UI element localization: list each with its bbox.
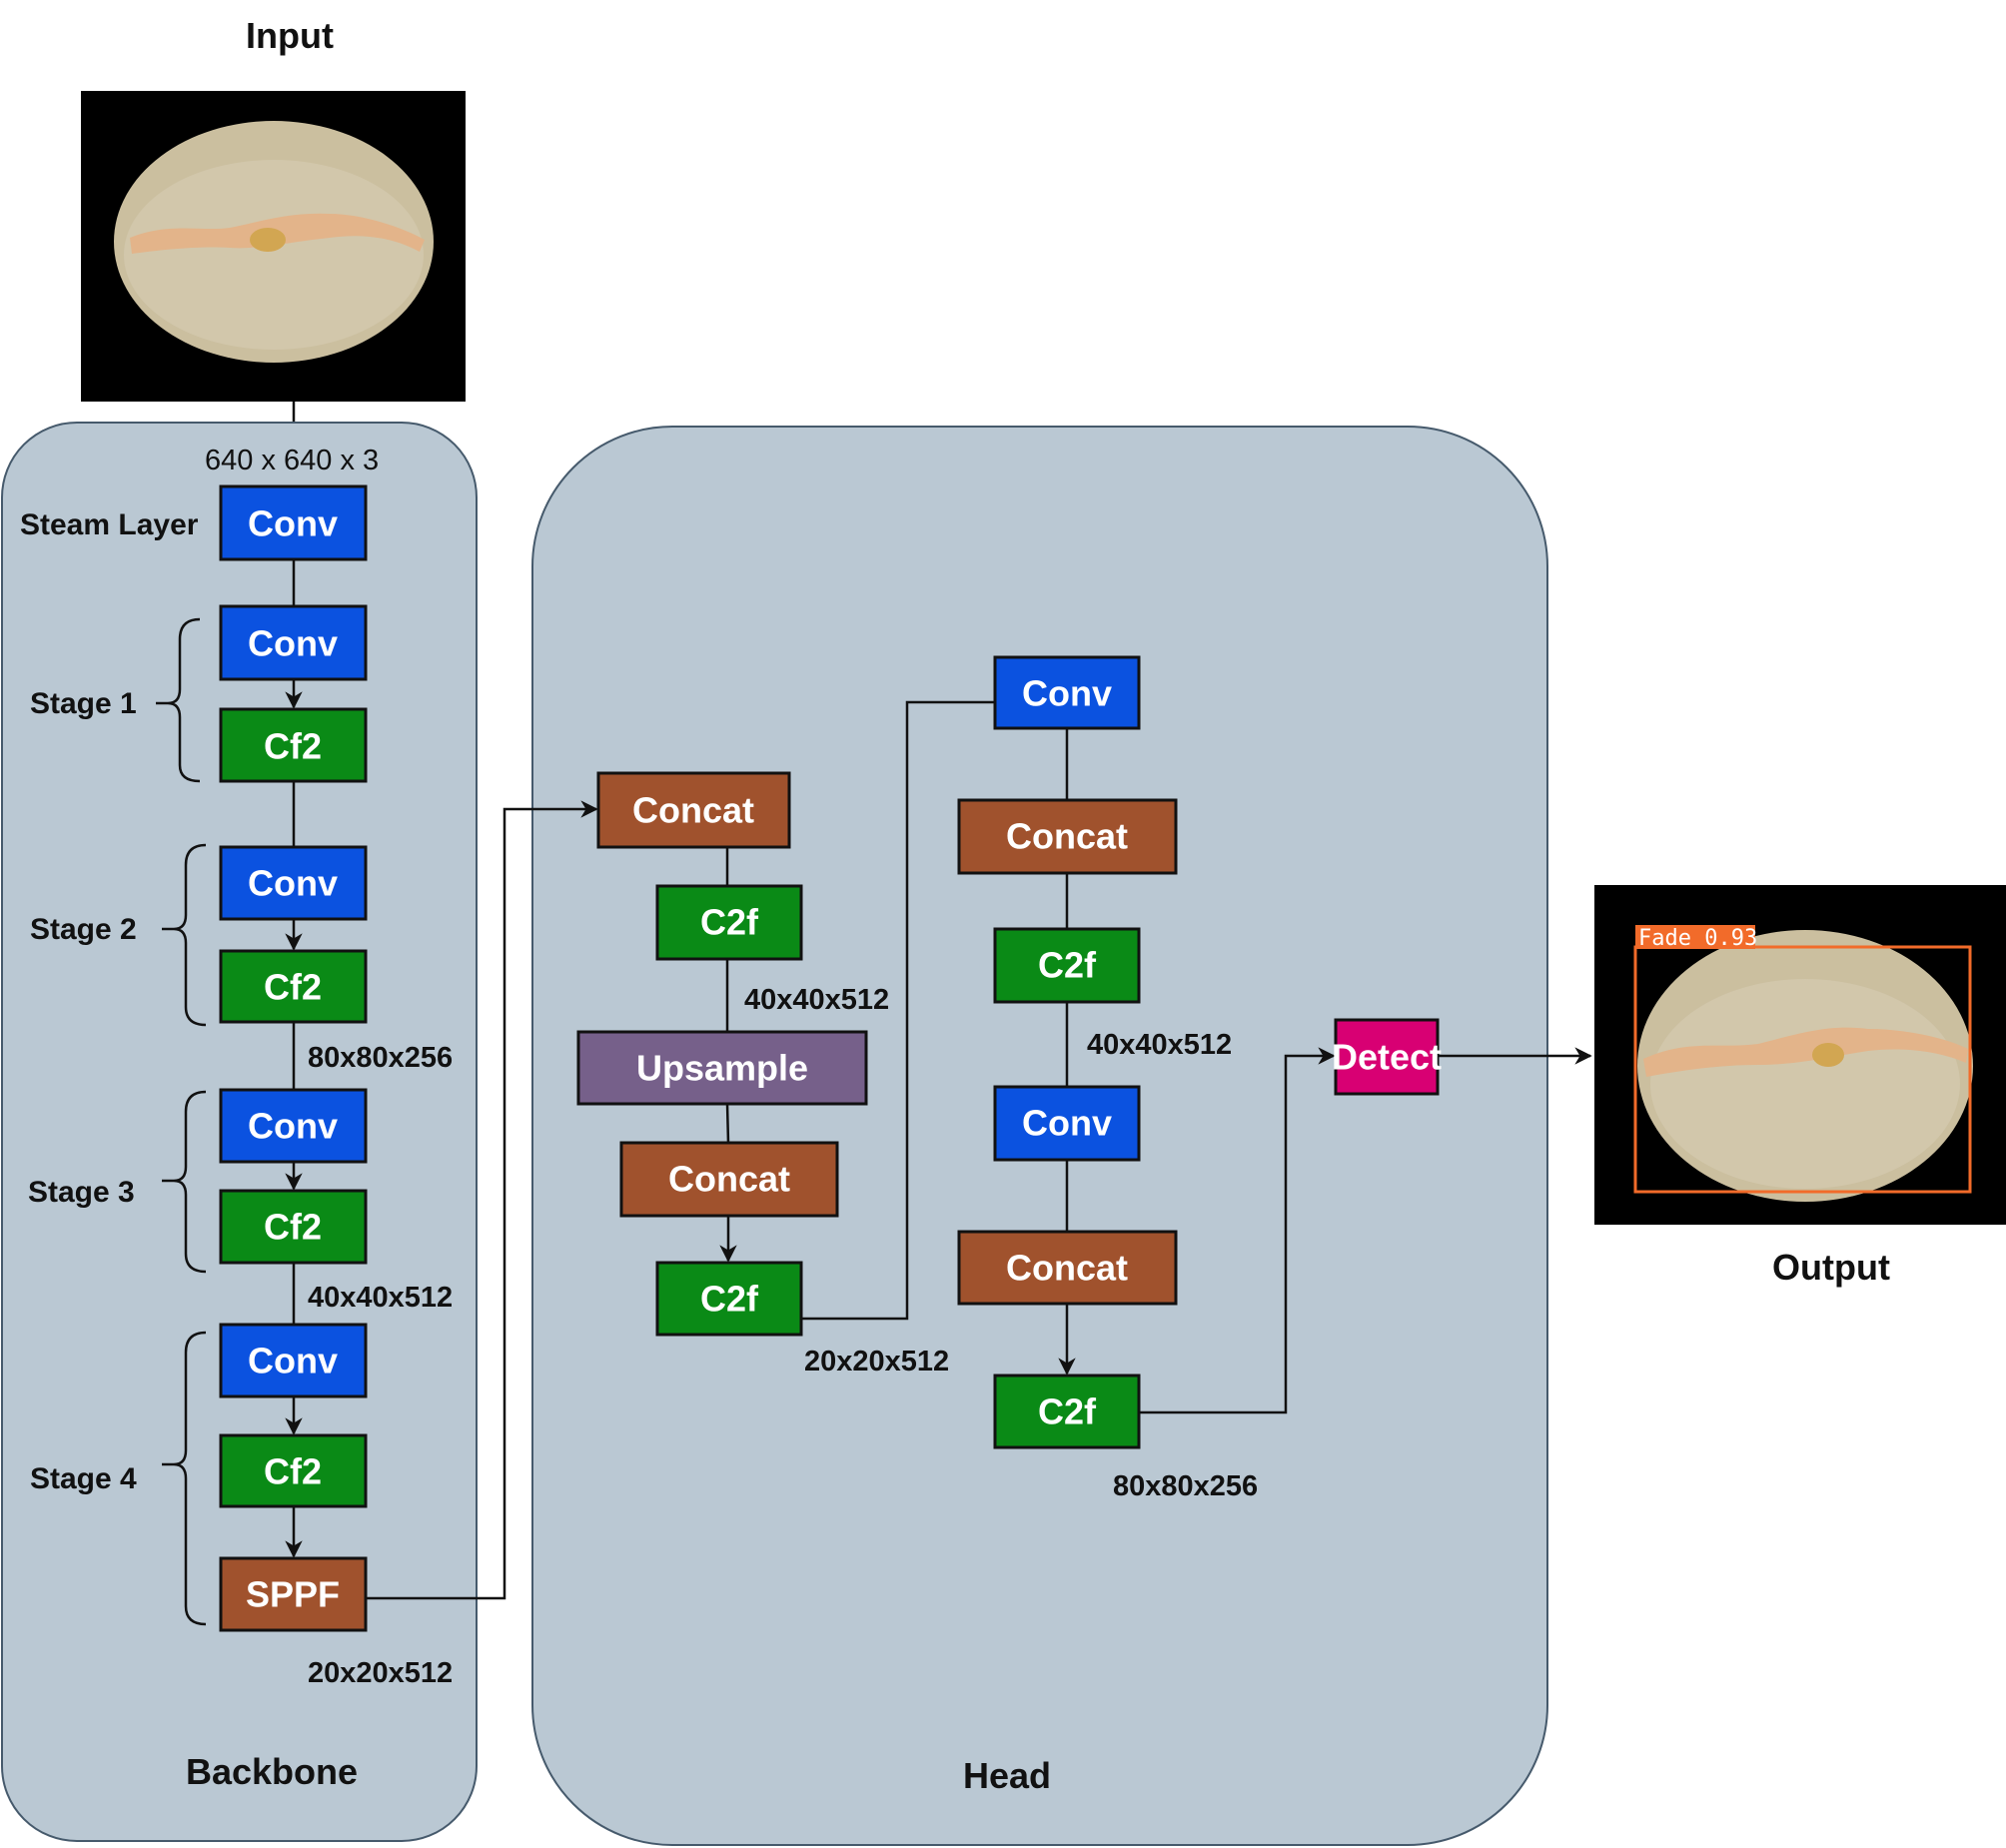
detection-label: Fade 0.93 [1638,926,1757,951]
block-head-concat-2: Concat [619,1141,839,1218]
svg-text:Cf2: Cf2 [264,1207,322,1248]
svg-text:Concat: Concat [1006,1248,1128,1289]
svg-text:Conv: Conv [1022,1103,1112,1144]
input-dims-label: 640 x 640 x 3 [205,445,379,476]
svg-text:Conv: Conv [248,1341,338,1382]
svg-text:Detect: Detect [1332,1037,1442,1078]
svg-text:Conv: Conv [248,1106,338,1147]
stage-4-dims: 20x20x512 [308,1657,453,1689]
svg-text:SPPF: SPPF [246,1574,340,1615]
stem-label: Steam Layer [20,508,199,541]
svg-text:Cf2: Cf2 [264,1451,322,1492]
stage-braces [156,617,207,1626]
block-stage1-cf2: Cf2 [219,707,368,783]
input-image [81,91,466,402]
stage-3-dims: 40x40x512 [308,1282,453,1314]
block-stage3-conv: Conv [219,1088,368,1164]
svg-text:Concat: Concat [632,790,754,831]
svg-text:Conv: Conv [248,623,338,664]
svg-text:C2f: C2f [700,1279,759,1320]
block-stem-conv: Conv [219,484,368,561]
svg-text:Conv: Conv [1022,673,1112,714]
svg-text:Conv: Conv [248,863,338,904]
block-sppf: SPPF [219,1556,368,1632]
block-stage4-cf2: Cf2 [219,1433,368,1508]
head-right-dims-1: 40x40x512 [1087,1029,1232,1061]
block-head-conv-1: Conv [993,655,1141,730]
svg-text:Conv: Conv [248,503,338,544]
svg-text:Concat: Concat [668,1159,790,1200]
stage-2-dims: 80x80x256 [308,1042,453,1074]
block-head-c2f-3: C2f [993,927,1141,1004]
head-left-dims-1: 40x40x512 [744,984,889,1016]
svg-text:Cf2: Cf2 [264,967,322,1008]
output-image: Fade 0.93 [1594,885,2006,1225]
block-head-concat-1: Concat [596,771,791,849]
svg-text:C2f: C2f [1038,945,1097,986]
block-stage4-conv: Conv [219,1323,368,1398]
svg-text:Concat: Concat [1006,816,1128,857]
stage-3-label: Stage 3 [28,1176,135,1209]
block-head-conv-2: Conv [993,1085,1141,1162]
head-title: Head [963,1755,1051,1796]
svg-text:Upsample: Upsample [636,1048,808,1089]
svg-text:C2f: C2f [1038,1391,1097,1432]
stage-2-label: Stage 2 [30,913,137,946]
block-head-concat-3: Concat [957,798,1178,875]
block-head-c2f-1: C2f [655,884,803,961]
block-stage2-cf2: Cf2 [219,949,368,1024]
output-title: Output [1772,1247,1890,1288]
block-stage3-cf2: Cf2 [219,1189,368,1265]
bounding-box [1633,945,1972,1194]
detection-label-bg [1635,925,1755,949]
svg-text:C2f: C2f [700,902,759,943]
backbone-connectors [285,559,598,1600]
input-title: Input [246,15,334,56]
head-left-dims-2: 20x20x512 [804,1346,949,1378]
head-connectors [719,700,1592,1414]
block-head-concat-4: Concat [957,1230,1178,1306]
block-upsample: Upsample [576,1030,868,1106]
stage-1-label: Stage 1 [30,687,137,720]
svg-text:Cf2: Cf2 [264,726,322,767]
stage-4-label: Stage 4 [30,1462,137,1495]
block-head-c2f-2: C2f [655,1261,803,1337]
block-head-c2f-4: C2f [993,1374,1141,1449]
head-right-dims-2: 80x80x256 [1113,1470,1258,1502]
block-stage1-conv: Conv [219,604,368,681]
block-stage2-conv: Conv [219,845,368,921]
block-detect: Detect [1332,1018,1442,1096]
backbone-title: Backbone [186,1751,358,1792]
